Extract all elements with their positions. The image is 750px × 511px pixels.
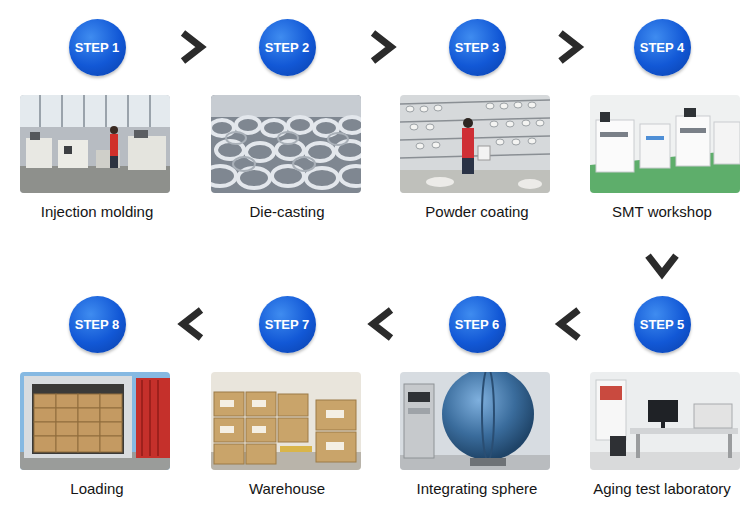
chevron-arrow — [648, 256, 676, 274]
step-caption: Powder coating — [425, 203, 528, 221]
step-label: STEP 6 — [455, 318, 500, 331]
die-casting-photo — [211, 95, 361, 193]
injection-photo — [20, 95, 170, 193]
chevron-arrow — [373, 33, 391, 61]
step-label: STEP 5 — [640, 318, 685, 331]
flow-chevron — [561, 33, 579, 61]
flow-chevron — [373, 33, 391, 61]
chevron-arrow — [373, 310, 391, 338]
step-circle: STEP 7Warehouse — [259, 296, 316, 353]
chevron-arrow — [183, 310, 201, 338]
step-caption: SMT workshop — [612, 203, 712, 221]
smt-photo — [590, 95, 740, 193]
step-caption: Aging test laboratory — [593, 480, 731, 498]
step-circle: STEP 5Aging test laboratory — [634, 296, 691, 353]
step-label: STEP 2 — [265, 41, 310, 54]
chevron-arrow — [183, 33, 201, 61]
chevron-arrow — [561, 33, 579, 61]
flow-chevron — [648, 256, 676, 274]
step-caption: Integrating sphere — [417, 480, 538, 498]
chevron-arrow — [561, 310, 579, 338]
step-caption: Warehouse — [249, 480, 325, 498]
step-label: STEP 7 — [265, 318, 310, 331]
step-label: STEP 8 — [75, 318, 120, 331]
step-circle: STEP 2Die-casting — [259, 19, 316, 76]
step-circle: STEP 3Powder coating — [449, 19, 506, 76]
sphere-photo — [400, 372, 550, 470]
step-label: STEP 4 — [640, 41, 685, 54]
flow-chevron — [183, 33, 201, 61]
step-caption: Injection molding — [41, 203, 154, 221]
step-circle: STEP 4SMT workshop — [634, 19, 691, 76]
powder-coating-photo — [400, 95, 550, 193]
aging-lab-photo — [590, 372, 740, 470]
step-label: STEP 1 — [75, 41, 120, 54]
flow-chevron — [373, 310, 391, 338]
loading-photo — [20, 372, 170, 470]
step-circle: STEP 6Integrating sphere — [449, 296, 506, 353]
step-caption: Loading — [70, 480, 123, 498]
step-caption: Die-casting — [249, 203, 324, 221]
flow-chevron — [183, 310, 201, 338]
step-circle: STEP 8Loading — [69, 296, 126, 353]
warehouse-photo — [211, 372, 361, 470]
step-label: STEP 3 — [455, 41, 500, 54]
flow-chevron — [561, 310, 579, 338]
step-circle: STEP 1Injection molding — [69, 19, 126, 76]
